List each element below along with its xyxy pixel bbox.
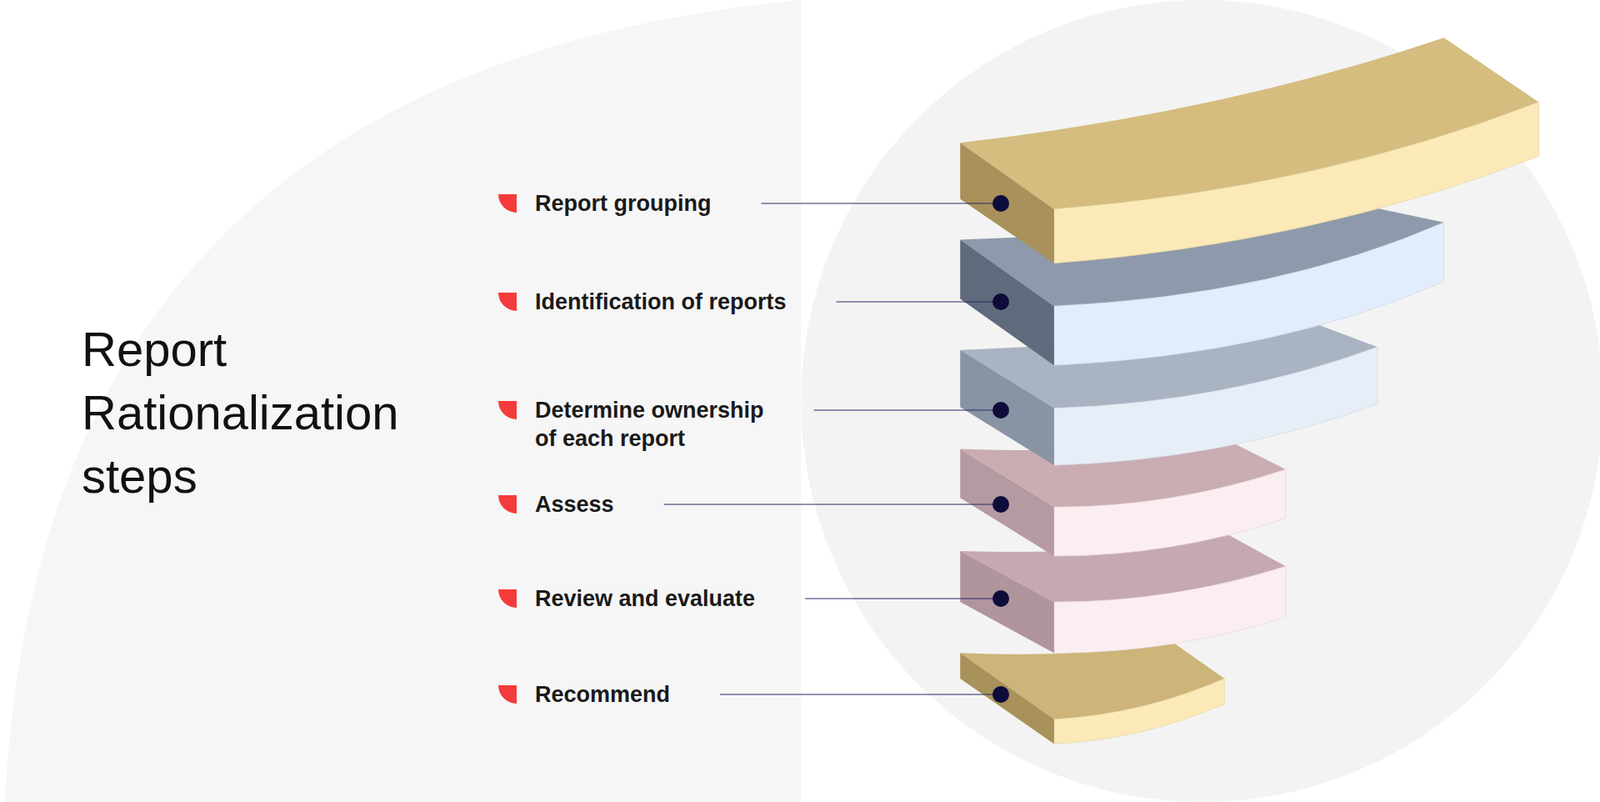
dot (992, 293, 1010, 310)
dot (992, 590, 1010, 607)
leader-line (664, 503, 999, 505)
step-label: Recommend (535, 680, 670, 709)
background-circle (800, 0, 1600, 802)
dot (992, 685, 1010, 703)
leader-line (805, 597, 999, 599)
step-label: Determine ownership of each report (535, 395, 777, 453)
leader-line (720, 693, 999, 695)
step-label: Identification of reports (535, 287, 787, 316)
dot (992, 495, 1010, 513)
leader-line (836, 300, 999, 302)
background-shape (5, 0, 801, 802)
slab (960, 642, 1225, 744)
slab (960, 37, 1539, 263)
dot (992, 195, 1010, 212)
dot (992, 401, 1010, 419)
leader-line (814, 409, 999, 410)
leader-line (760, 202, 999, 204)
step-label: Assess (535, 490, 615, 519)
diagram-title: Report Rationalization steps (81, 317, 515, 508)
step-label: Report grouping (535, 189, 711, 218)
step-label: Review and evaluate (535, 584, 755, 613)
